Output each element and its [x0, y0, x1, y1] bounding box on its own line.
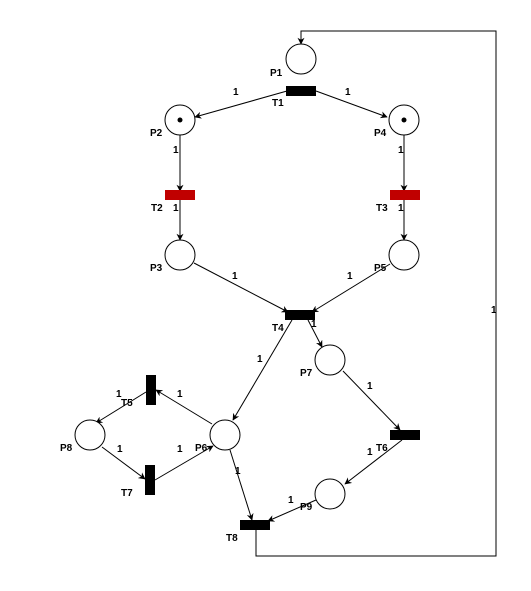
place-p5[interactable] [388, 239, 420, 271]
place-p7[interactable] [314, 344, 346, 376]
place-p9[interactable] [314, 478, 346, 510]
weight-p6-t8: 1 [235, 466, 241, 477]
transition-t2[interactable] [165, 190, 195, 200]
weight-t1-p4: 1 [345, 87, 351, 98]
transition-t8[interactable] [240, 520, 270, 530]
arc-p9-t8 [267, 499, 317, 522]
label-p5: P5 [374, 263, 387, 274]
weight-p7-t6: 1 [367, 381, 373, 392]
arc-p5-t4 [311, 263, 391, 313]
places [74, 43, 420, 510]
weight-p4-t3: 1 [398, 145, 404, 156]
label-t2: T2 [151, 203, 163, 214]
label-t6: T6 [376, 443, 388, 454]
arc-weights: 1 1 1 1 1 1 1 1 1 1 1 1 1 1 1 1 1 1 1 [116, 87, 497, 506]
weight-p3-t4: 1 [232, 271, 238, 282]
arc-p7-t6 [342, 370, 401, 431]
label-p8: P8 [60, 443, 73, 454]
place-p8[interactable] [74, 419, 106, 451]
weight-p2-t2: 1 [173, 145, 179, 156]
arc-t1-p4 [315, 90, 388, 119]
arcs [95, 30, 497, 557]
transition-t6[interactable] [390, 430, 420, 440]
label-p7: P7 [300, 368, 313, 379]
arc-t1-p2 [194, 90, 288, 119]
label-t5: T5 [121, 398, 133, 409]
transition-t1[interactable] [286, 86, 316, 96]
transition-t5[interactable] [146, 375, 156, 405]
arc-p6-t8 [229, 449, 254, 521]
weight-p8-t7: 1 [117, 444, 123, 455]
transition-t7[interactable] [145, 465, 155, 495]
label-p6: P6 [195, 443, 208, 454]
label-t1: T1 [272, 98, 284, 109]
weight-t8-p1: 1 [491, 305, 497, 316]
label-t7: T7 [121, 488, 133, 499]
weight-t1-p2: 1 [233, 87, 239, 98]
label-p4: P4 [374, 128, 387, 139]
arc-t4-p6 [232, 319, 293, 421]
label-t3: T3 [376, 203, 388, 214]
arc-t7-p6 [154, 445, 214, 481]
place-labels: P1 P2 P3 P4 P5 P6 P7 P8 P9 [60, 68, 387, 513]
transition-labels: T1 T2 T3 T4 T5 T6 T7 T8 [121, 98, 388, 544]
transitions [145, 86, 420, 530]
token-p2 [177, 117, 183, 123]
label-p1: P1 [270, 68, 283, 79]
place-p3[interactable] [164, 239, 196, 271]
arc-p6-t5 [155, 389, 213, 425]
token-p4 [401, 117, 407, 123]
transition-t3[interactable] [390, 190, 420, 200]
place-p6[interactable] [209, 419, 241, 451]
weight-t5-p8: 1 [116, 389, 122, 400]
arc-t4-p7 [307, 319, 323, 348]
arc-t8-p1 [255, 30, 497, 557]
label-p9: P9 [300, 502, 313, 513]
label-p2: P2 [150, 128, 163, 139]
arc-p3-t4 [193, 262, 289, 313]
arc-t5-p8 [95, 391, 147, 424]
weight-t7-p6: 1 [177, 444, 183, 455]
weight-t4-p7: 1 [311, 319, 317, 330]
arc-t6-p9 [344, 439, 403, 485]
arc-p8-t7 [101, 446, 146, 480]
weight-t4-p6: 1 [257, 354, 263, 365]
weight-t6-p9: 1 [367, 447, 373, 458]
weight-t3-p5: 1 [398, 203, 404, 214]
label-p3: P3 [150, 263, 163, 274]
place-p1[interactable] [285, 43, 317, 75]
label-t8: T8 [226, 533, 238, 544]
weight-p6-t5: 1 [177, 389, 183, 400]
weight-t2-p3: 1 [173, 203, 179, 214]
label-t4: T4 [272, 323, 284, 334]
transition-t4[interactable] [285, 310, 315, 320]
weight-p5-t4: 1 [347, 271, 353, 282]
weight-p9-t8: 1 [288, 495, 294, 506]
